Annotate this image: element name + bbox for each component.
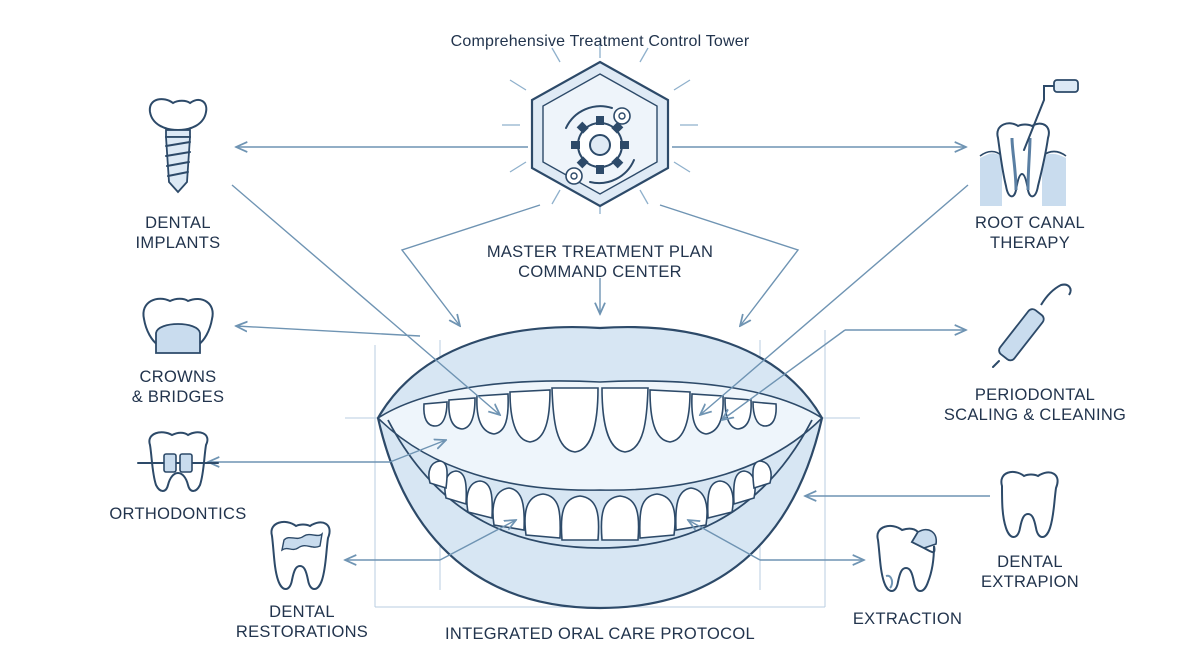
- mouth-illustration: [376, 326, 824, 610]
- node-label-line1: PERIODONTAL: [974, 386, 1096, 404]
- braces-icon: [137, 431, 219, 492]
- scaler-icon: [992, 283, 1072, 368]
- node-label-line2: SCALING & CLEANING: [943, 406, 1127, 424]
- node-periodontal[interactable]: PERIODONTAL SCALING & CLEANING: [930, 385, 1140, 425]
- connectors: [208, 147, 990, 560]
- node-orthodontics[interactable]: ORTHODONTICS: [98, 504, 258, 524]
- command-center-hexagon-icon: [502, 40, 698, 214]
- tooth-icon: [1000, 470, 1059, 538]
- node-label-line2: RESTORATIONS: [235, 623, 369, 641]
- node-crowns-bridges[interactable]: CROWNS & BRIDGES: [98, 367, 258, 407]
- node-label-line1: EXTRACTION: [852, 610, 963, 628]
- root-canal-icon: [979, 79, 1079, 206]
- node-dental-restorations[interactable]: DENTAL RESTORATIONS: [232, 602, 372, 642]
- node-label-line2: IMPLANTS: [135, 234, 221, 252]
- bottom-protocol-label: INTEGRATED ORAL CARE PROTOCOL: [444, 625, 756, 643]
- broken-tooth-icon: [876, 524, 938, 592]
- center-label: MASTER TREATMENT PLAN COMMAND CENTER: [460, 242, 740, 282]
- node-dental-implants[interactable]: DENTAL IMPLANTS: [98, 213, 258, 253]
- center-label-line2: COMMAND CENTER: [518, 263, 682, 281]
- node-root-canal[interactable]: ROOT CANAL THERAPY: [950, 213, 1110, 253]
- node-label-line1: DENTAL: [145, 214, 211, 232]
- node-label-line1: DENTAL: [997, 553, 1063, 571]
- node-label-line2: THERAPY: [989, 234, 1071, 252]
- node-label-line1: ROOT CANAL: [975, 214, 1085, 232]
- node-label-line1: ORTHODONTICS: [109, 505, 247, 523]
- diagram-title: Comprehensive Treatment Control Tower: [450, 33, 750, 50]
- node-label-line1: CROWNS: [139, 368, 217, 386]
- node-label-line1: DENTAL: [269, 603, 335, 621]
- node-label-line2: & BRIDGES: [131, 388, 225, 406]
- crown-icon: [142, 297, 214, 354]
- node-dental-extrapion[interactable]: DENTAL EXTRAPION: [960, 552, 1100, 592]
- cavity-tooth-icon: [270, 520, 331, 590]
- center-label-line1: MASTER TREATMENT PLAN: [486, 243, 714, 261]
- node-extraction[interactable]: EXTRACTION: [840, 609, 975, 629]
- implant-icon: [148, 98, 208, 194]
- node-label-line2: EXTRAPION: [980, 573, 1080, 591]
